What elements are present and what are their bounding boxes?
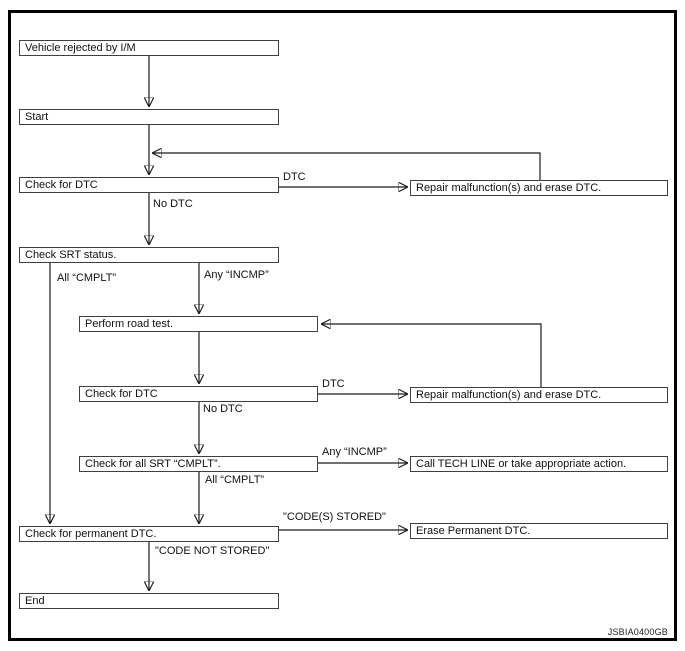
edge-label-any-incmp-1: Any “INCMP”	[204, 269, 269, 281]
edge-label-no-dtc-1: No DTC	[153, 198, 193, 210]
edge-label-dtc-2: DTC	[322, 378, 345, 390]
flow-node-check-dtc-2: Check for DTC	[79, 386, 318, 402]
flow-node-end: End	[19, 593, 279, 609]
diagram-border-frame	[8, 10, 677, 641]
flow-node-erase-permanent-dtc: Erase Permanent DTC.	[410, 523, 668, 539]
edge-label-no-dtc-2: No DTC	[203, 403, 243, 415]
flow-node-check-dtc-1: Check for DTC	[19, 177, 279, 193]
edge-label-code-not-stored: "CODE NOT STORED"	[155, 545, 270, 557]
edge-label-codes-stored: "CODE(S) STORED"	[283, 511, 386, 523]
edge-label-any-incmp-2: Any “INCMP”	[322, 446, 387, 458]
flow-node-vehicle-rejected: Vehicle rejected by I/M	[19, 40, 279, 56]
edge-label-all-cmplt-2: All “CMPLT”	[205, 474, 265, 486]
flow-node-check-all-srt: Check for all SRT “CMPLT”.	[79, 456, 318, 472]
connector-repair2-loopback	[322, 324, 542, 387]
connector-repair1-loopback	[153, 153, 541, 180]
edge-label-dtc-1: DTC	[283, 171, 306, 183]
flow-node-call-tech-line: Call TECH LINE or take appropriate actio…	[410, 456, 668, 472]
flow-node-repair-erase-1: Repair malfunction(s) and erase DTC.	[410, 180, 668, 196]
flow-node-check-srt-status: Check SRT status.	[19, 247, 279, 263]
flow-node-perform-road-test: Perform road test.	[79, 316, 318, 332]
figure-code: JSBIA0400GB	[607, 627, 668, 637]
flow-node-start: Start	[19, 109, 279, 125]
flow-node-check-permanent-dtc: Check for permanent DTC.	[19, 526, 279, 542]
flow-node-repair-erase-2: Repair malfunction(s) and erase DTC.	[410, 387, 668, 403]
edge-label-all-cmplt-1: All “CMPLT”	[57, 272, 117, 284]
